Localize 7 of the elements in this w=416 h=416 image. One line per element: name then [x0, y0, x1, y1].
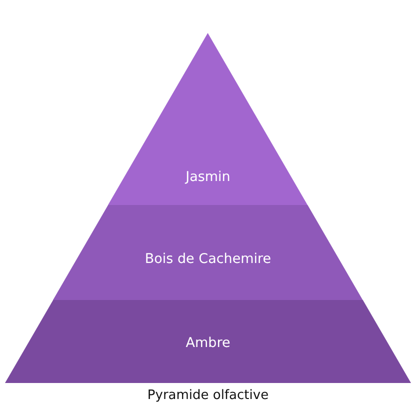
- tier-label: Jasmin: [186, 169, 230, 185]
- pyramid-tier: [5, 300, 411, 383]
- tier-label: Bois de Cachemire: [144, 251, 272, 267]
- pyramid-tier: [53, 205, 363, 300]
- tier-label: Ambre: [186, 335, 230, 351]
- pyramid-tier: [108, 33, 308, 205]
- caption: Pyramide olfactive: [147, 388, 269, 403]
